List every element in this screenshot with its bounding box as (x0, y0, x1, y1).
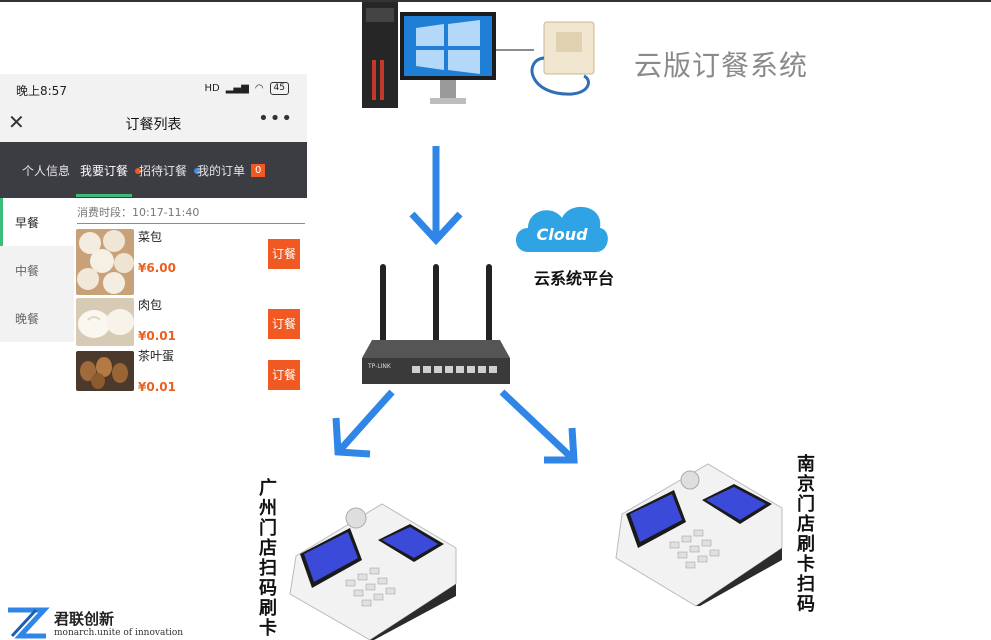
router-icon: TP-LINK (362, 264, 510, 384)
tab-label: 招待订餐 (139, 164, 188, 178)
pos-terminal-guangzhou (289, 503, 457, 640)
signal-icon: HD (204, 83, 220, 94)
wifi-icon: ◠ (254, 83, 264, 94)
tab-label: 个人信息 (22, 164, 71, 178)
food-price: ¥0.01 (138, 329, 176, 343)
tab-bar: 个人信息 我要订餐 招待订餐 我的订单 0 (0, 142, 307, 198)
food-price: ¥6.00 (138, 261, 176, 275)
cloud-platform-label: 云系统平台 (534, 269, 615, 288)
more-icon[interactable]: ••• (258, 108, 293, 129)
food-price: ¥0.01 (138, 380, 176, 394)
router-brand: TP-LINK (367, 363, 392, 370)
order-count-badge: 0 (251, 164, 266, 177)
cloud-icon: Cloud (516, 206, 608, 252)
sidebar-item-lunch[interactable]: 中餐 (15, 264, 40, 278)
tab-profile[interactable]: 个人信息 (22, 162, 70, 179)
consumption-period: 消费时段：10:17-11:40 (77, 204, 305, 224)
battery-icon: 45 (269, 82, 289, 95)
meat-bun-image (76, 298, 134, 346)
food-name: 茶叶蛋 (138, 349, 175, 363)
status-time: 晚上8:57 (16, 84, 67, 98)
food-name: 菜包 (138, 230, 163, 244)
meal-sidebar: 早餐 中餐 晚餐 (0, 198, 74, 342)
store-label-guangzhou: 广州门店扫码刷卡 (256, 478, 277, 638)
status-bar: 晚上8:57 HD ▂▄▆ ◠ 45 (0, 74, 307, 104)
tab-my-orders[interactable]: 我的订单 0 (197, 162, 266, 179)
tab-label: 我要订餐 (80, 164, 129, 178)
cloud-word: Cloud (536, 225, 588, 244)
arrow-down-left-icon (332, 389, 395, 458)
active-tab-indicator (76, 194, 132, 197)
brand-logo-icon (8, 607, 50, 639)
close-icon[interactable]: ✕ (8, 110, 25, 134)
order-button[interactable]: 订餐 (268, 239, 300, 269)
top-border-line (0, 0, 991, 2)
brand-tagline: monarch.unite of innovation (54, 628, 184, 638)
desktop-computer-icon (362, 2, 595, 108)
status-icons: HD ▂▄▆ ◠ 45 (204, 82, 289, 95)
arrow-down-right-icon (499, 389, 578, 464)
order-button[interactable]: 订餐 (268, 360, 300, 390)
brand-name: 君联创新 (54, 610, 115, 628)
tab-order[interactable]: 我要订餐 (80, 162, 142, 179)
tab-guest-order[interactable]: 招待订餐 (139, 162, 201, 179)
sidebar-item-breakfast[interactable]: 早餐 (0, 198, 74, 246)
vegetable-bun-image (76, 229, 134, 295)
dot-icon (135, 167, 142, 174)
page-title: 订餐列表 (125, 117, 182, 133)
title-bar: ✕ 订餐列表 ••• (0, 104, 307, 142)
dot-icon (194, 167, 201, 174)
store-label-nanjing: 南京门店刷卡扫码 (794, 454, 815, 614)
tab-label: 我的订单 (197, 164, 246, 178)
signal-bars-icon: ▂▄▆ (225, 83, 249, 94)
down-arrow-icon (409, 146, 463, 246)
order-button[interactable]: 订餐 (268, 309, 300, 339)
system-title: 云版订餐系统 (634, 49, 809, 82)
brand-logo: 君联创新 monarch.unite of innovation (6, 606, 206, 640)
food-name: 肉包 (138, 298, 163, 312)
pos-terminal-nanjing (615, 463, 783, 607)
tea-egg-image (76, 351, 134, 391)
sidebar-item-dinner[interactable]: 晚餐 (15, 312, 40, 326)
phone-screenshot: 晚上8:57 HD ▂▄▆ ◠ 45 ✕ 订餐列表 ••• 个人信息 我要订餐 … (0, 74, 307, 404)
